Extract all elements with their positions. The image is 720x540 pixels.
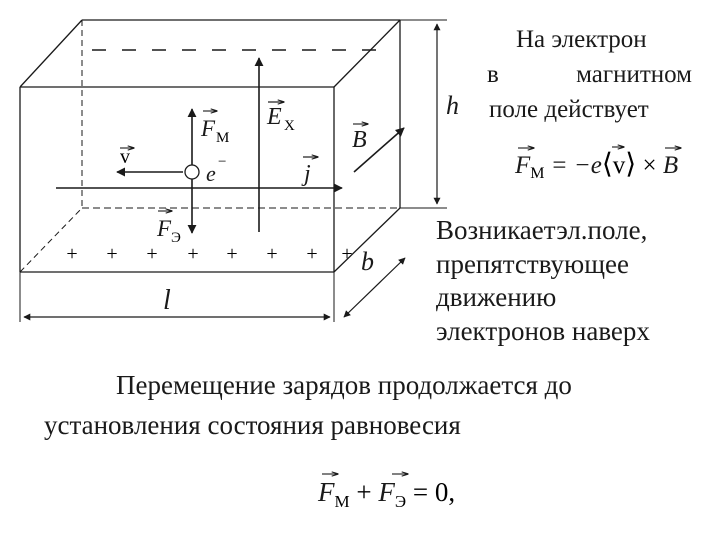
formula2-text: FМ + FЭ = 0,: [317, 477, 455, 511]
plus-sign: +: [187, 243, 198, 265]
plus-sign: +: [266, 243, 277, 265]
depth-label: b: [361, 247, 374, 276]
depth-dimension-arrow: [343, 257, 406, 318]
height-label: h: [446, 91, 459, 120]
field-line-4: электронов наверх: [436, 315, 650, 346]
box-hidden-bottom-depth: [19, 207, 83, 273]
field-line-3: движению: [436, 282, 557, 312]
field-line-2: препятствующее: [436, 248, 629, 279]
plus-sign: +: [106, 243, 117, 265]
j-label: j: [301, 161, 311, 187]
length-label: l: [163, 285, 171, 316]
positive-charges: + + + + + + + +: [66, 243, 352, 265]
formula1-text: FМ = −e⟨v⟩ × B: [514, 149, 678, 182]
field-line-1: Возникаетэл.поле,: [436, 215, 648, 245]
electron-circle: [184, 164, 200, 180]
electron-charge-sign: −: [218, 154, 226, 170]
intro-line-3: поле действует: [489, 96, 649, 123]
plus-sign: +: [146, 243, 157, 265]
plus-sign: +: [226, 243, 237, 265]
fm-subscript: М: [216, 130, 229, 146]
fm-label: F: [200, 116, 216, 141]
equilibrium-text-line-1: Перемещение зарядов продолжается до: [116, 370, 572, 400]
intro-line-2: в магнитном: [487, 61, 692, 89]
plus-sign: +: [66, 243, 77, 265]
equilibrium-formula: FМ + FЭ = 0,: [317, 474, 455, 511]
box-top-left-depth: [19, 19, 83, 88]
conductor-box: [19, 19, 401, 273]
v-label: v: [120, 146, 130, 168]
plus-sign: +: [341, 243, 352, 265]
equilibrium-text-line-2: установления состояния равновесия: [44, 410, 461, 440]
e-label: E: [266, 104, 282, 130]
intro-line-1: На электрон: [516, 26, 647, 53]
intro-line-2-word-b: магнитном: [576, 61, 692, 88]
plus-sign: +: [306, 243, 317, 265]
fe-label: F: [156, 216, 172, 241]
fe-subscript: Э: [171, 230, 181, 246]
electric-field-explanation: Возникаетэл.поле, препятствующее движени…: [436, 214, 650, 348]
b-label: B: [352, 127, 367, 153]
magnetic-field-arrow: [353, 127, 405, 173]
electron-label: e: [206, 161, 216, 186]
e-subscript: X: [284, 118, 295, 134]
intro-line-2-word-a: в: [487, 61, 499, 88]
lorentz-force-formula: FМ = −e⟨v⟩ × B: [514, 147, 681, 182]
box-top-right-depth: [333, 19, 401, 88]
